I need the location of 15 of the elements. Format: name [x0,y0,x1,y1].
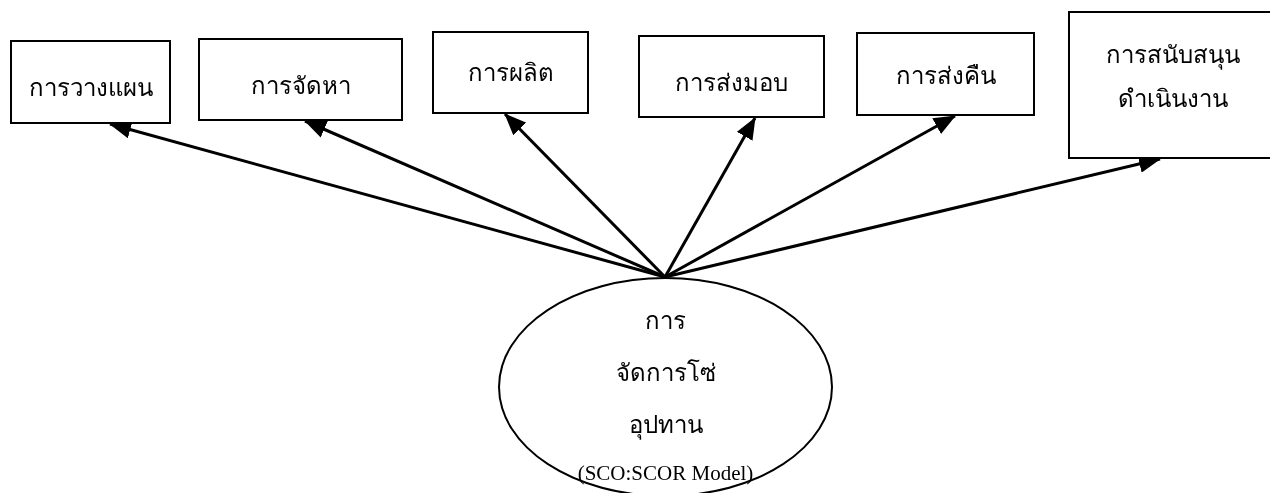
node-label: การสนับสนุนดำเนินงาน [1105,40,1241,115]
process-box [10,40,171,124]
arrow [663,117,757,278]
process-box [1068,11,1270,159]
node-subtitle: (SCO:SCOR Model) [577,460,754,486]
node-label: การจัดหา [249,71,352,102]
process-box [198,38,403,121]
node-label: การวางแผน [27,73,154,104]
process-box [638,35,825,118]
node-label: การจัดการโซ่อุปทาน [614,305,717,442]
node-label: การส่งมอบ [674,68,789,99]
node-label: การผลิต [466,58,555,89]
process-box [432,31,589,114]
node-label: การส่งคืน [894,61,997,92]
process-box [856,32,1035,116]
